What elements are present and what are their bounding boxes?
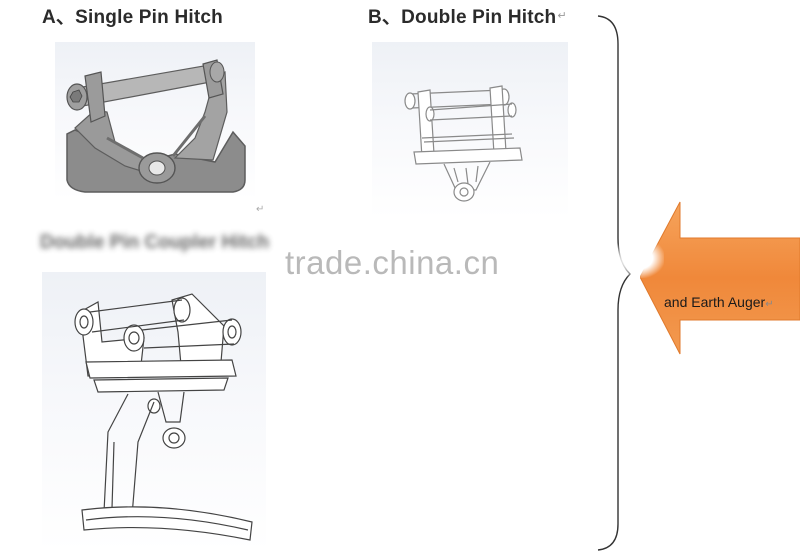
arrow-fade: [612, 238, 664, 278]
blurred-heading: Double Pin Coupler Hitch: [40, 232, 270, 253]
double-pin-coupler-image: [42, 272, 266, 552]
single-pin-hitch-image: [55, 42, 255, 200]
callout-label: and Earth Auger↵: [664, 294, 774, 310]
paragraph-mark: ↵: [256, 204, 265, 215]
right-brace-icon: [597, 15, 631, 551]
paragraph-mark: ↵: [557, 10, 567, 22]
callout-arrow: [639, 198, 800, 356]
heading-double-pin-hitch: B、Double Pin Hitch↵: [368, 7, 567, 28]
heading-single-pin-hitch: A、Single Pin Hitch: [42, 7, 223, 28]
watermark-text: trade.china.cn: [285, 244, 500, 281]
double-pin-hitch-image: [372, 42, 568, 218]
